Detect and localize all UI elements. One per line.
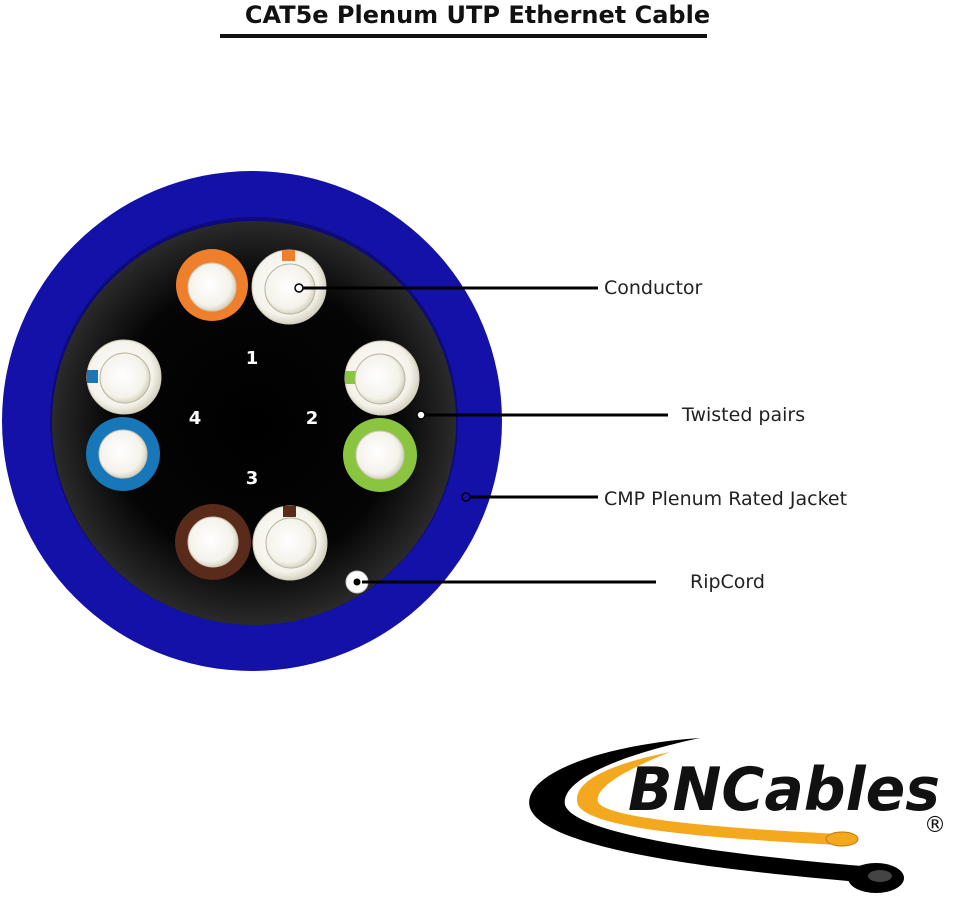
blue-stripe (87, 370, 98, 383)
title-underline (220, 34, 707, 38)
logo-swoosh-black (529, 738, 862, 882)
pair-number-2: 2 (306, 408, 319, 429)
brown-stripe (283, 506, 296, 517)
conductor-leader-dot (294, 283, 304, 293)
callout-conductor: Conductor (604, 277, 703, 299)
logo-registered-mark: ® (924, 813, 946, 838)
twisted-pair-1 (176, 249, 327, 325)
pair-number-4: 4 (189, 408, 202, 429)
twisted-pair-2 (343, 340, 420, 492)
green-stripe (345, 371, 356, 384)
twisted-pairs-leader-dot (416, 410, 426, 420)
green-white-conductor-core (354, 353, 406, 405)
bncables-logo: BNCables ® (529, 738, 946, 893)
ripcord-center (352, 577, 362, 587)
orange-conductor-core (187, 262, 237, 312)
diagram-title: CAT5e Plenum UTP Ethernet Cable (244, 1, 711, 29)
callout-leaders (300, 286, 668, 584)
logo-brand-text: BNCables (628, 755, 940, 825)
logo-swoosh-yellow (576, 752, 840, 845)
twisted-pair-3 (175, 504, 328, 581)
blue-white-conductor-core (99, 352, 151, 404)
pair-number-3: 3 (246, 468, 259, 489)
logo-cable-end-highlight (868, 870, 892, 882)
brown-white-conductor-core (265, 517, 317, 569)
logo-cable-end-yellow (825, 831, 859, 847)
pair-number-1: 1 (246, 348, 259, 369)
orange-stripe (282, 250, 295, 261)
jacket-leader-dot (461, 492, 471, 502)
callout-jacket: CMP Plenum Rated Jacket (604, 488, 848, 510)
blue-conductor-core (98, 429, 148, 479)
callout-ripcord: RipCord (690, 571, 765, 593)
twisted-pair-4 (86, 339, 162, 491)
green-conductor-core (355, 430, 405, 480)
callout-twisted-pairs: Twisted pairs (682, 404, 806, 426)
brown-conductor-core (187, 516, 239, 568)
cable-core (52, 221, 456, 625)
